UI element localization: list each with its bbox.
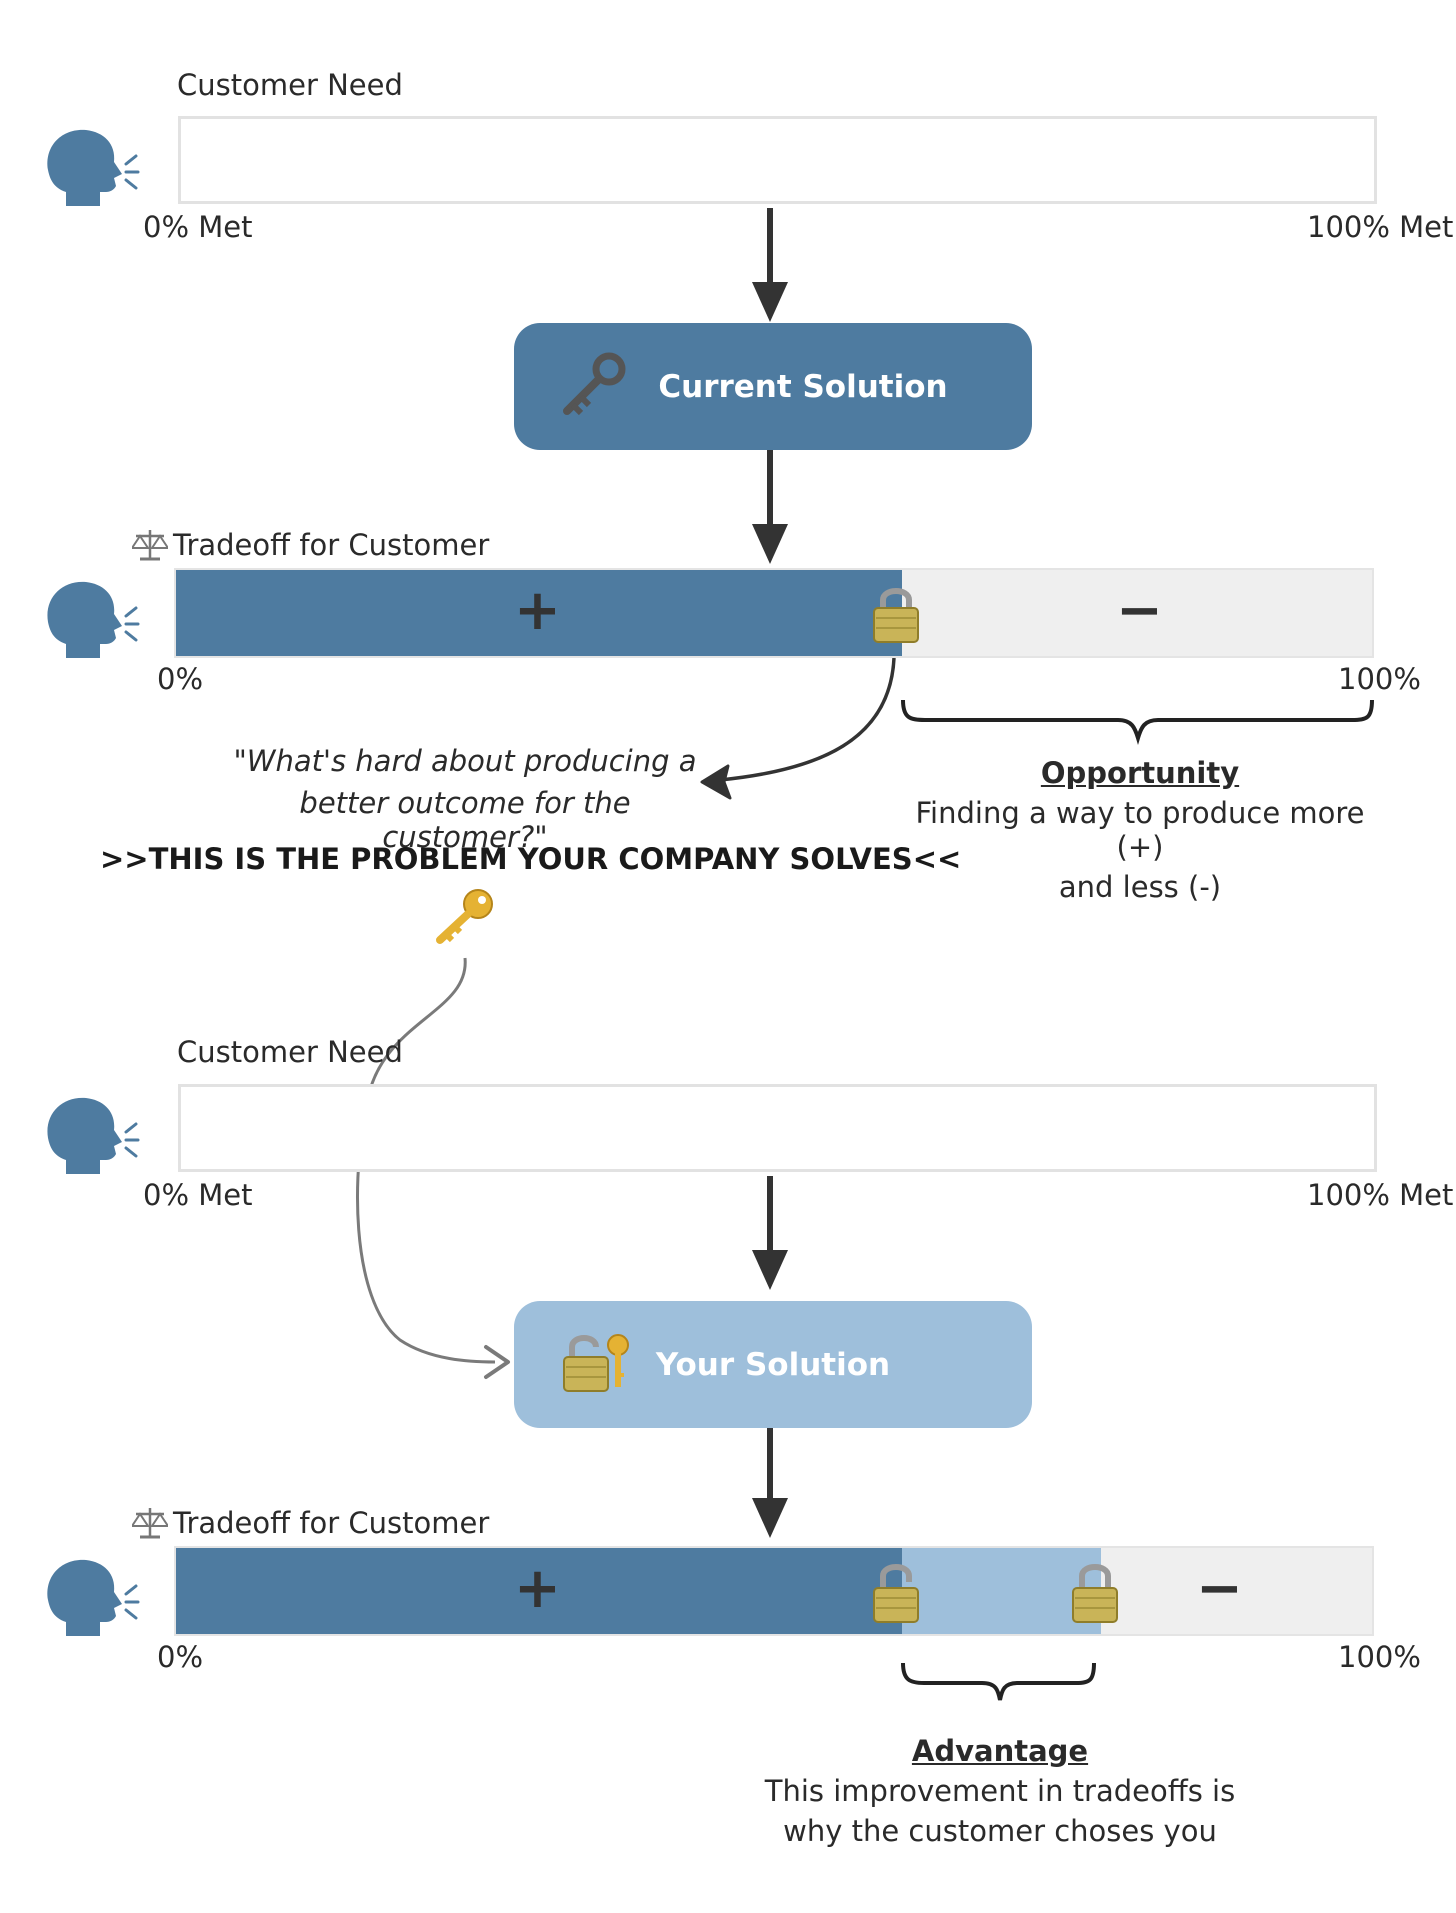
tradeoff-max-bottom: 100% (1338, 1640, 1421, 1674)
your-solution-box: Your Solution (514, 1301, 1032, 1428)
speaking-head-icon (47, 1097, 140, 1174)
tradeoff-bar-top: + − (174, 568, 1374, 658)
current-solution-box: Current Solution (514, 323, 1032, 450)
plus-sign: + (514, 1556, 561, 1621)
need-min-top: 0% Met (143, 210, 253, 244)
padlock-icon (873, 588, 919, 643)
padlock-icon (873, 1564, 919, 1623)
key-icon (436, 889, 493, 944)
tradeoff-label-bottom: Tradeoff for Customer (173, 1506, 490, 1540)
tradeoff-label-top: Tradeoff for Customer (173, 528, 490, 562)
plus-segment (176, 570, 902, 656)
arrow-your-to-tradeoff (752, 1424, 788, 1538)
arrow-need-to-current (752, 208, 788, 322)
tradeoff-min-bottom: 0% (157, 1640, 204, 1674)
arrow-need-to-your (752, 1176, 788, 1290)
opportunity-line-1: Finding a way to produce more (+) (915, 796, 1365, 864)
your-solution-label: Your Solution (655, 1346, 891, 1383)
tradeoff-max-top: 100% (1338, 662, 1421, 696)
tradeoff-min-top: 0% (157, 662, 204, 696)
old-key-icon (563, 352, 626, 416)
padlock-icon (1072, 1564, 1118, 1623)
arrow-key-to-your-solution (356, 957, 510, 1379)
speaking-head-icon (47, 129, 140, 206)
minus-sign: − (1196, 1556, 1243, 1621)
question-line-1: "What's hard about producing a (233, 744, 697, 778)
need-label-top: Customer Need (177, 68, 403, 102)
need-label-bottom: Customer Need (177, 1035, 403, 1069)
need-max-bottom: 100% Met (1307, 1178, 1454, 1212)
arrow-current-to-tradeoff (752, 450, 788, 564)
plus-segment (176, 1548, 902, 1634)
advantage-line-1: This improvement in tradeoffs is (764, 1774, 1236, 1808)
advantage-brace (901, 1662, 1096, 1701)
opportunity-text: Opportunity Finding a way to produce mor… (900, 756, 1380, 904)
speaking-head-icon (47, 1559, 140, 1636)
plus-sign: + (514, 578, 561, 643)
question-text: "What's hard about producing a better ou… (215, 744, 715, 854)
advantage-text: Advantage This improvement in tradeoffs … (740, 1734, 1260, 1848)
tradeoff-bar-bottom: + − (174, 1546, 1374, 1636)
minus-sign: − (1116, 578, 1163, 643)
customer-need-bar-bottom (178, 1084, 1377, 1172)
unlocked-padlock-key-icon (563, 1334, 629, 1392)
current-solution-label: Current Solution (658, 368, 948, 405)
advantage-title: Advantage (911, 1734, 1089, 1768)
need-min-bottom: 0% Met (143, 1178, 253, 1212)
question-line-2: better outcome for the customer?" (299, 786, 631, 854)
arrow-lock-to-question (700, 657, 896, 800)
advantage-segment (901, 1548, 1101, 1634)
opportunity-title: Opportunity (1040, 756, 1240, 790)
need-max-top: 100% Met (1307, 210, 1454, 244)
opportunity-brace (901, 699, 1374, 745)
speaking-head-icon (47, 581, 140, 658)
customer-need-bar-top (178, 116, 1377, 204)
advantage-line-2: why the customer choses you (783, 1814, 1217, 1848)
problem-banner: >>THIS IS THE PROBLEM YOUR COMPANY SOLVE… (100, 842, 962, 876)
opportunity-line-2: and less (-) (1058, 870, 1222, 904)
